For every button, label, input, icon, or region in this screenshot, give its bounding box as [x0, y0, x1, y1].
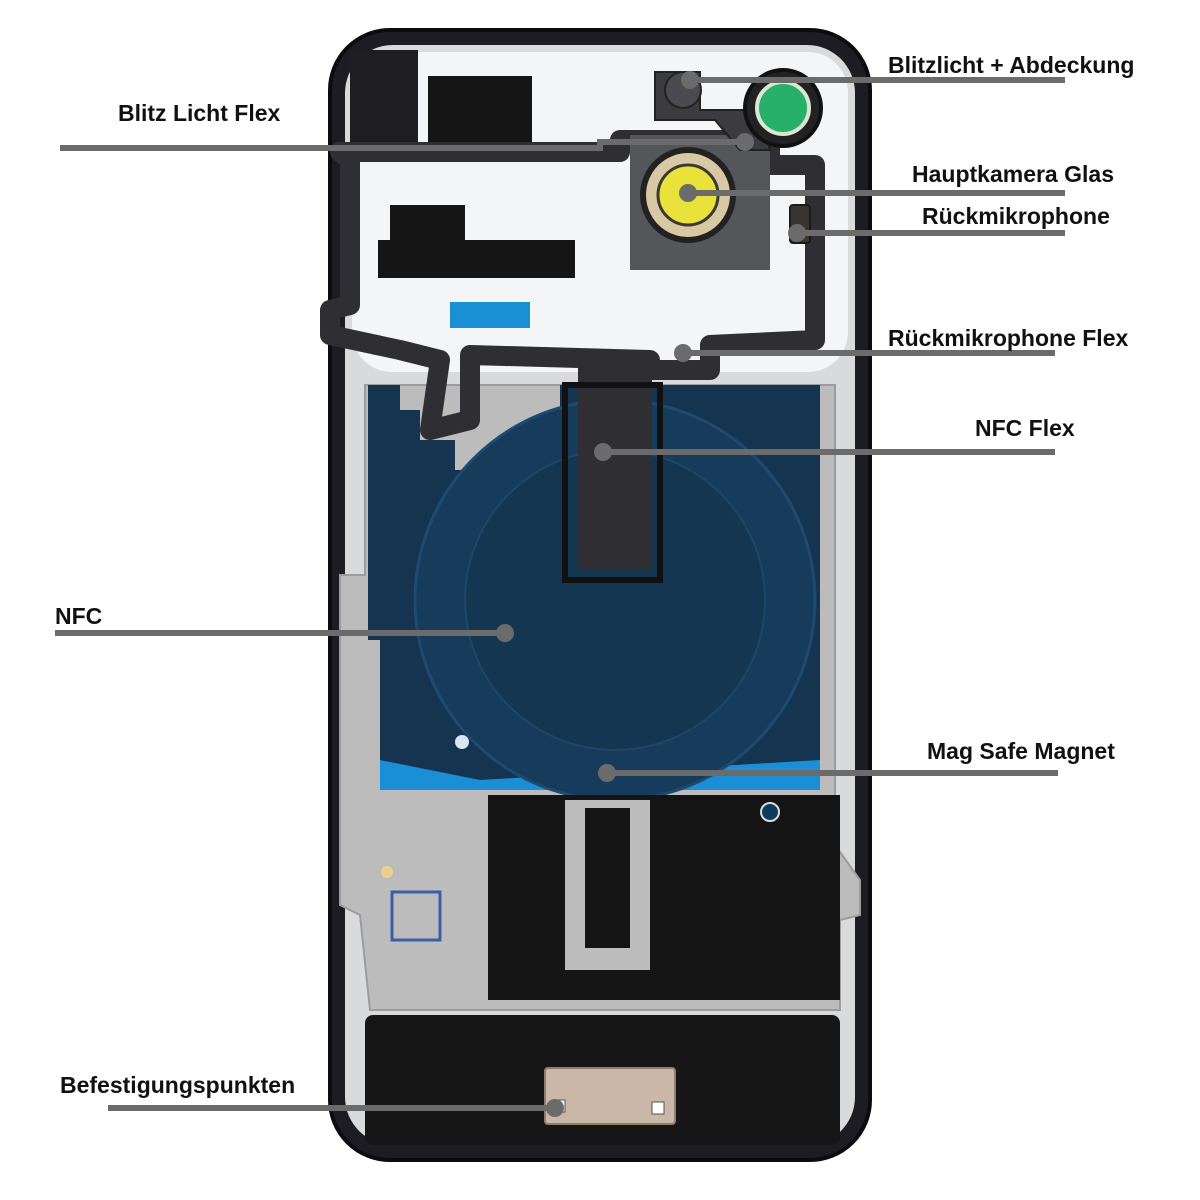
second-lens-glass [755, 80, 811, 136]
phone-back-housing [320, 28, 872, 1162]
callout-nfc-flex: NFC Flex [594, 415, 1075, 461]
leader-dot-mag-safe-magnet [598, 764, 616, 782]
middle-left-pad [378, 205, 575, 278]
detail-stamp [390, 890, 442, 942]
callout-befestigungspunkten: Befestigungspunkten [60, 1072, 564, 1117]
callout-rueckmikrophone-flex: Rückmikrophone Flex [674, 325, 1128, 362]
magsafe-magnet-pad [488, 795, 840, 1000]
magnet-pad-slot [585, 808, 630, 948]
label-hauptkamera-glas: Hauptkamera Glas [912, 161, 1114, 187]
callout-blitzlicht-abdeckung: Blitzlicht + Abdeckung [681, 52, 1134, 89]
leader-dot-rueckmikrophone [788, 224, 806, 242]
leader-dot-nfc-flex [594, 443, 612, 461]
leader-dot-nfc [496, 624, 514, 642]
blue-adhesive-tape-top [450, 302, 530, 328]
leader-dot-blitzlicht-abdeckung [681, 71, 699, 89]
leader-dot-blitz-licht-flex [736, 133, 754, 151]
callout-mag-safe-magnet: Mag Safe Magnet [598, 738, 1115, 782]
leader-line-blitz-licht-flex [60, 139, 745, 151]
callout-hauptkamera-glas: Hauptkamera Glas [679, 161, 1114, 202]
nfc-flex-strip [578, 360, 652, 570]
top-center-pad [428, 76, 532, 144]
label-rueckmikrophone: Rückmikrophone [922, 203, 1110, 229]
label-befestigungspunkten: Befestigungspunkten [60, 1072, 295, 1098]
callout-nfc: NFC [55, 603, 514, 642]
mounting-bracket [544, 1067, 676, 1125]
label-nfc: NFC [55, 603, 102, 629]
label-rueckmikrophone-flex: Rückmikrophone Flex [888, 325, 1128, 351]
detail-dot-1 [455, 735, 469, 749]
label-blitzlicht-abdeckung: Blitzlicht + Abdeckung [888, 52, 1134, 78]
detail-dot-3 [381, 866, 393, 878]
label-blitz-licht-flex: Blitz Licht Flex [118, 100, 281, 126]
top-left-pad [350, 50, 418, 142]
callout-blitz-licht-flex: Blitz Licht Flex [60, 100, 754, 151]
mounting-bracket-hole-right [651, 1101, 665, 1115]
leader-dot-hauptkamera-glas [679, 184, 697, 202]
leader-dot-befestigungspunkten [546, 1099, 564, 1117]
label-mag-safe-magnet: Mag Safe Magnet [927, 738, 1115, 764]
callout-rueckmikrophone: Rückmikrophone [788, 203, 1110, 242]
label-nfc-flex: NFC Flex [975, 415, 1075, 441]
leader-dot-rueckmikrophone-flex [674, 344, 692, 362]
detail-dot-2 [760, 802, 780, 822]
nfc-flex-strip-frame [562, 382, 663, 583]
